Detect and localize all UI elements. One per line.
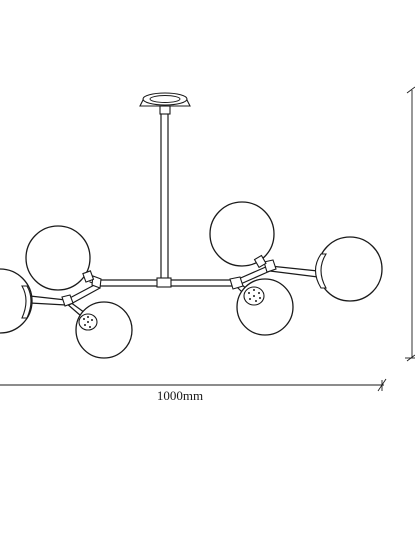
globe-far-left [0, 268, 33, 334]
globe-right [314, 236, 383, 302]
down-rod [160, 113, 169, 279]
height-dimension-line [405, 86, 415, 362]
globe-lower-right [236, 278, 294, 336]
left-hub-joint [91, 275, 102, 289]
ceiling-canopy [139, 92, 191, 115]
right-hub-joint [229, 276, 244, 290]
width-dimension-line [0, 378, 387, 392]
right-joint [263, 259, 277, 273]
globe-upper-middle [209, 201, 275, 269]
main-arm [99, 277, 237, 288]
center-hub [156, 277, 172, 288]
left-joint [61, 294, 74, 307]
globe-upper-left [25, 225, 95, 291]
width-dimension-label: 1000mm [156, 388, 204, 403]
globe-lower-left [75, 301, 133, 359]
left-branch-arms [29, 275, 102, 323]
right-branch-arms [229, 257, 319, 301]
